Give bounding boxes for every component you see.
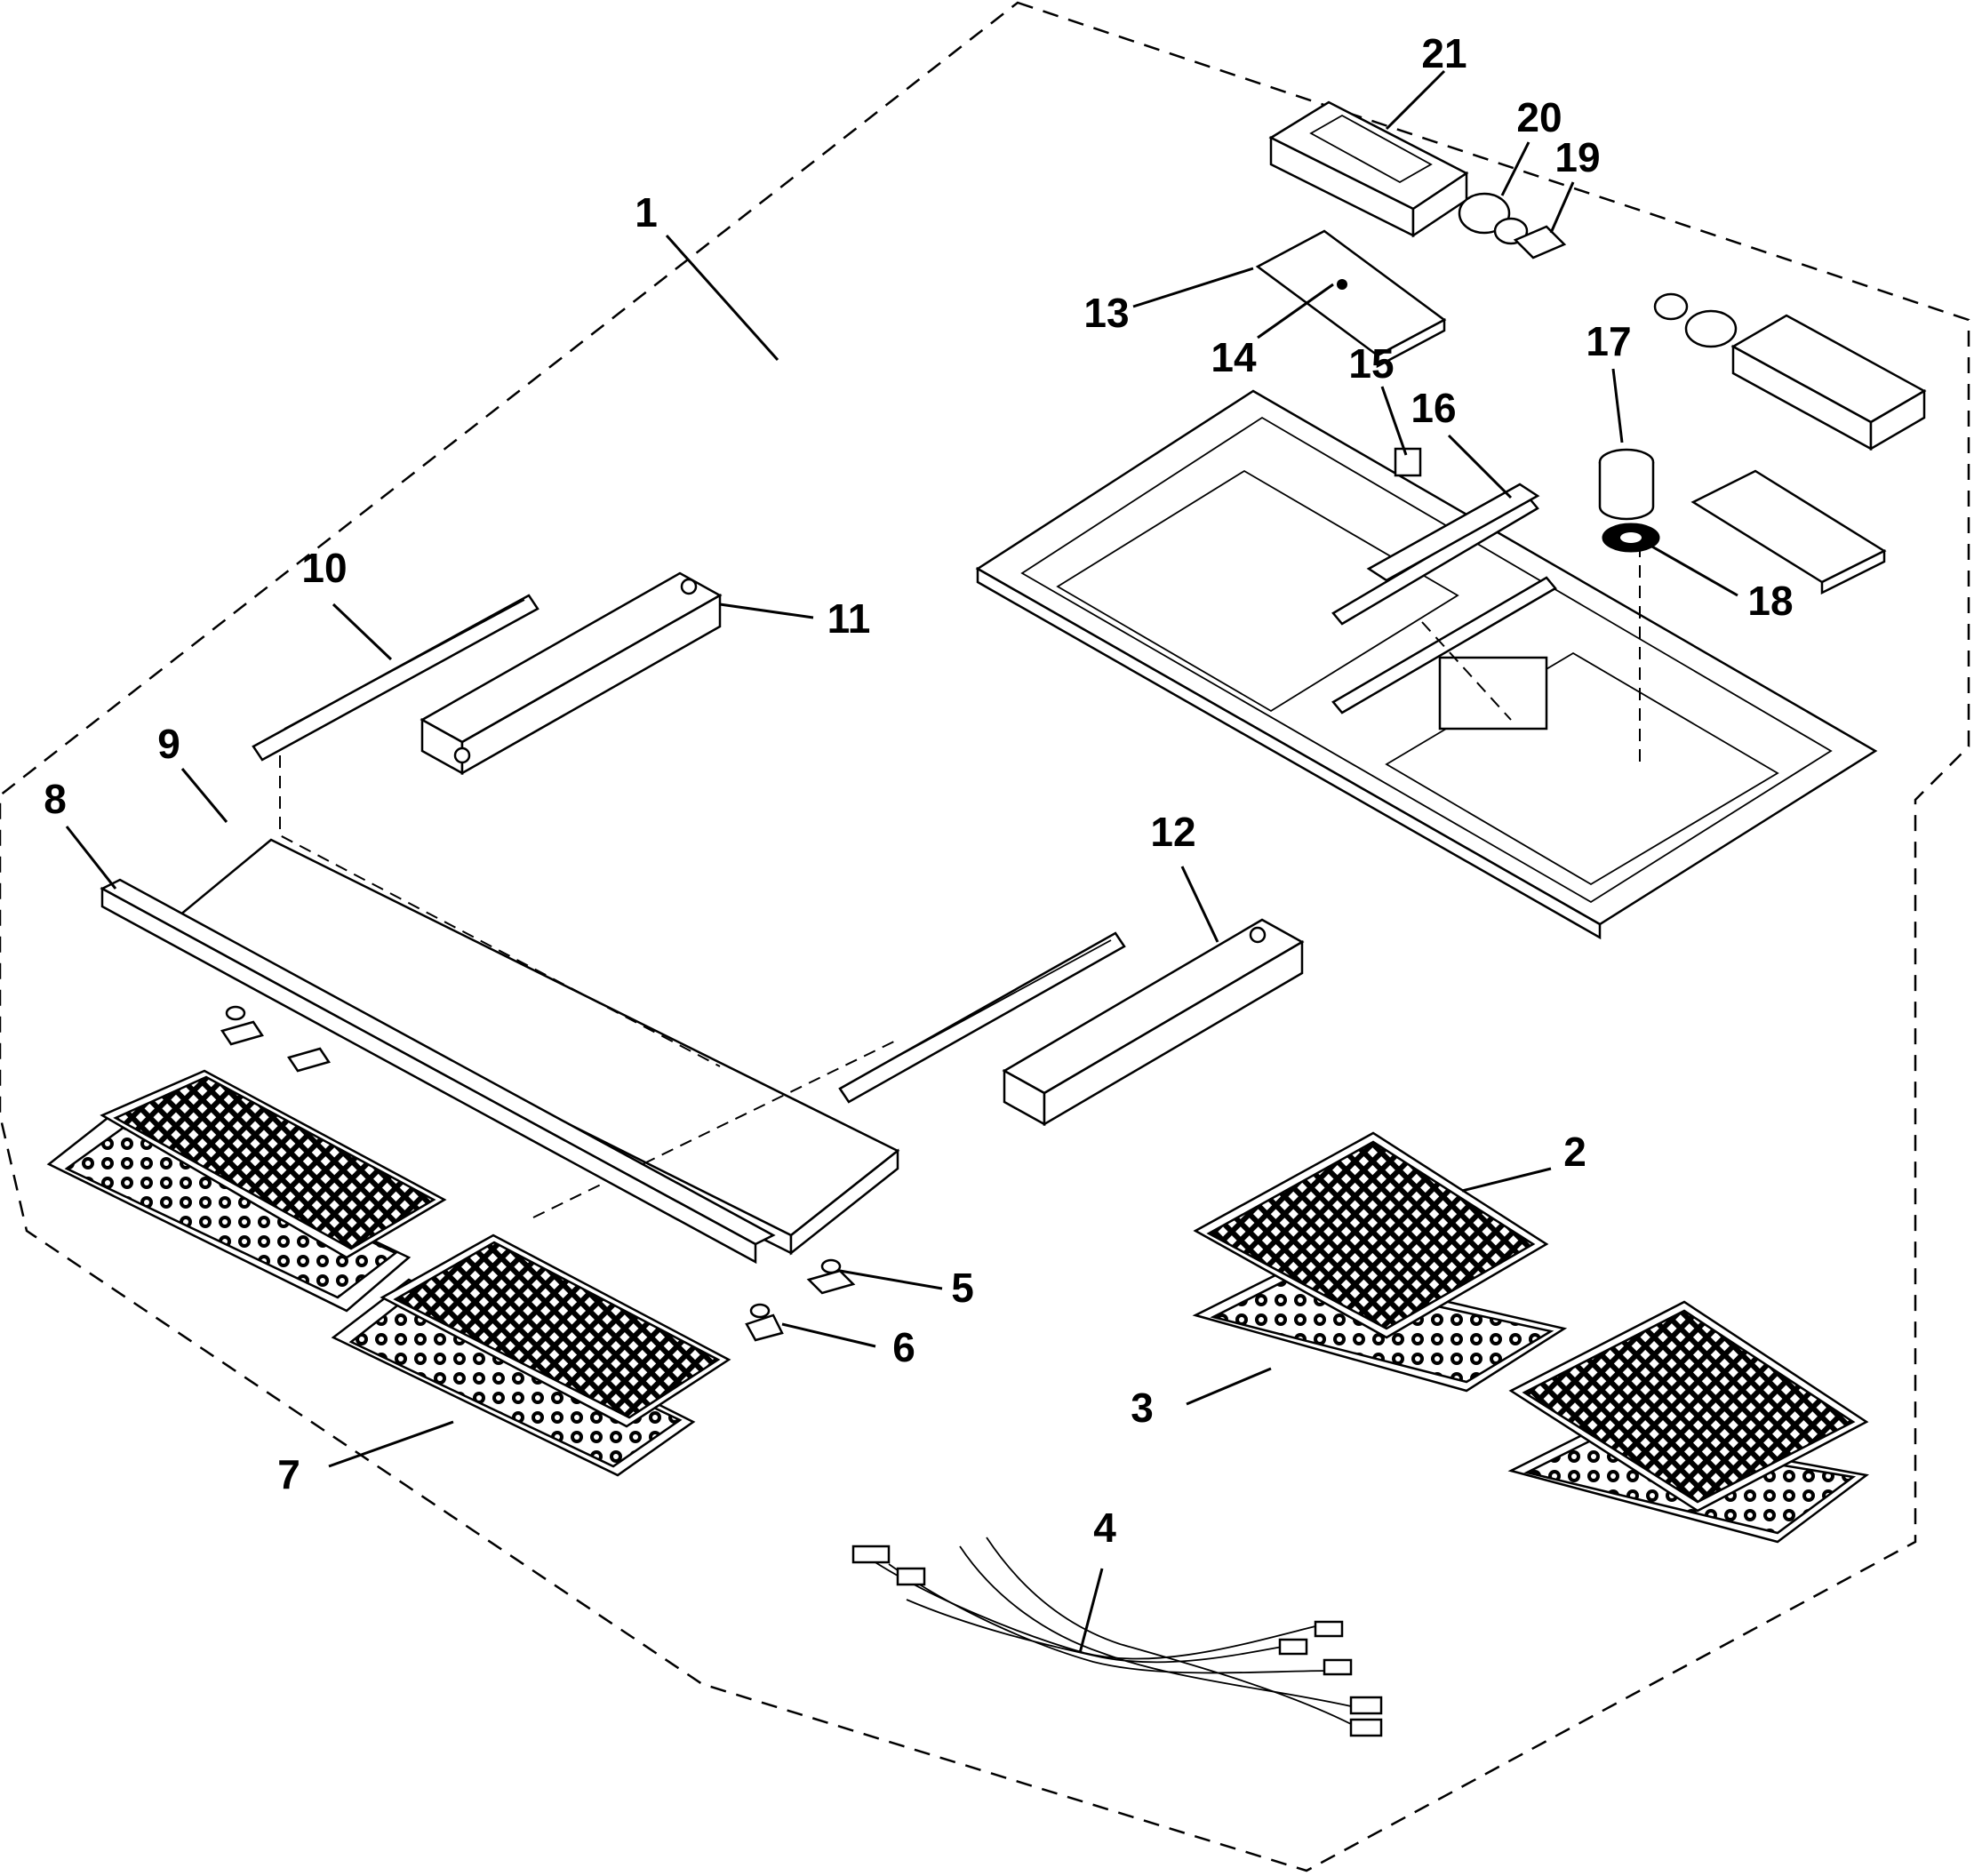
callout-11: 11 — [827, 595, 871, 642]
switch-15 — [1394, 447, 1422, 477]
blower-housing-right — [1653, 292, 1927, 451]
callout-10: 10 — [301, 545, 347, 591]
callout-20: 20 — [1516, 94, 1562, 140]
callout-1: 1 — [635, 189, 658, 235]
foot-5 — [806, 1258, 856, 1295]
callout-13: 13 — [1083, 290, 1129, 336]
blower-housing-21 — [1268, 100, 1469, 238]
slide-rail-left — [252, 594, 539, 762]
callout-8: 8 — [44, 776, 67, 822]
cover-plate-right — [1690, 469, 1887, 595]
callout-15: 15 — [1348, 340, 1394, 387]
control-board-16 — [1366, 483, 1540, 582]
callouts: 1 2 3 4 5 6 7 8 9 10 11 12 13 14 15 16 1… — [44, 30, 1793, 1551]
callout-16: 16 — [1411, 385, 1456, 431]
cover-plate-13 — [1255, 229, 1447, 369]
filter-left-upper — [46, 1069, 447, 1313]
front-rail — [100, 878, 776, 1265]
main-tray-assembly — [100, 571, 1305, 1342]
callout-4: 4 — [1093, 1505, 1116, 1551]
wire-harness — [851, 1537, 1383, 1737]
slide-rail-right — [838, 931, 1126, 1104]
fan-wheel-18 — [1602, 523, 1660, 553]
foot-left-b — [287, 1047, 331, 1073]
leader-lines — [65, 69, 1738, 1654]
filter-right-upper — [1192, 1131, 1568, 1393]
callout-5: 5 — [951, 1265, 974, 1311]
callout-12: 12 — [1150, 809, 1195, 855]
blower-motor-20 — [1458, 192, 1529, 245]
foot-6 — [745, 1303, 784, 1342]
callout-7: 7 — [277, 1451, 300, 1497]
callout-17: 17 — [1586, 318, 1631, 364]
callout-14: 14 — [1211, 334, 1257, 380]
filter-left-lower — [331, 1233, 731, 1477]
callout-19: 19 — [1554, 134, 1600, 180]
side-bracket-left — [420, 571, 723, 776]
foot-left-a — [220, 1005, 264, 1046]
callout-21: 21 — [1421, 30, 1467, 76]
callout-2: 2 — [1563, 1129, 1586, 1175]
fan-motor-17 — [1598, 448, 1655, 521]
filter-right-lower — [1507, 1300, 1870, 1544]
callout-18: 18 — [1747, 578, 1793, 624]
callout-9: 9 — [157, 721, 180, 767]
callout-3: 3 — [1131, 1385, 1154, 1431]
side-bracket-right — [1002, 918, 1305, 1127]
base-frame-assembly — [975, 389, 1878, 940]
callout-6: 6 — [892, 1324, 915, 1370]
mount-bracket-19 — [1513, 225, 1567, 259]
